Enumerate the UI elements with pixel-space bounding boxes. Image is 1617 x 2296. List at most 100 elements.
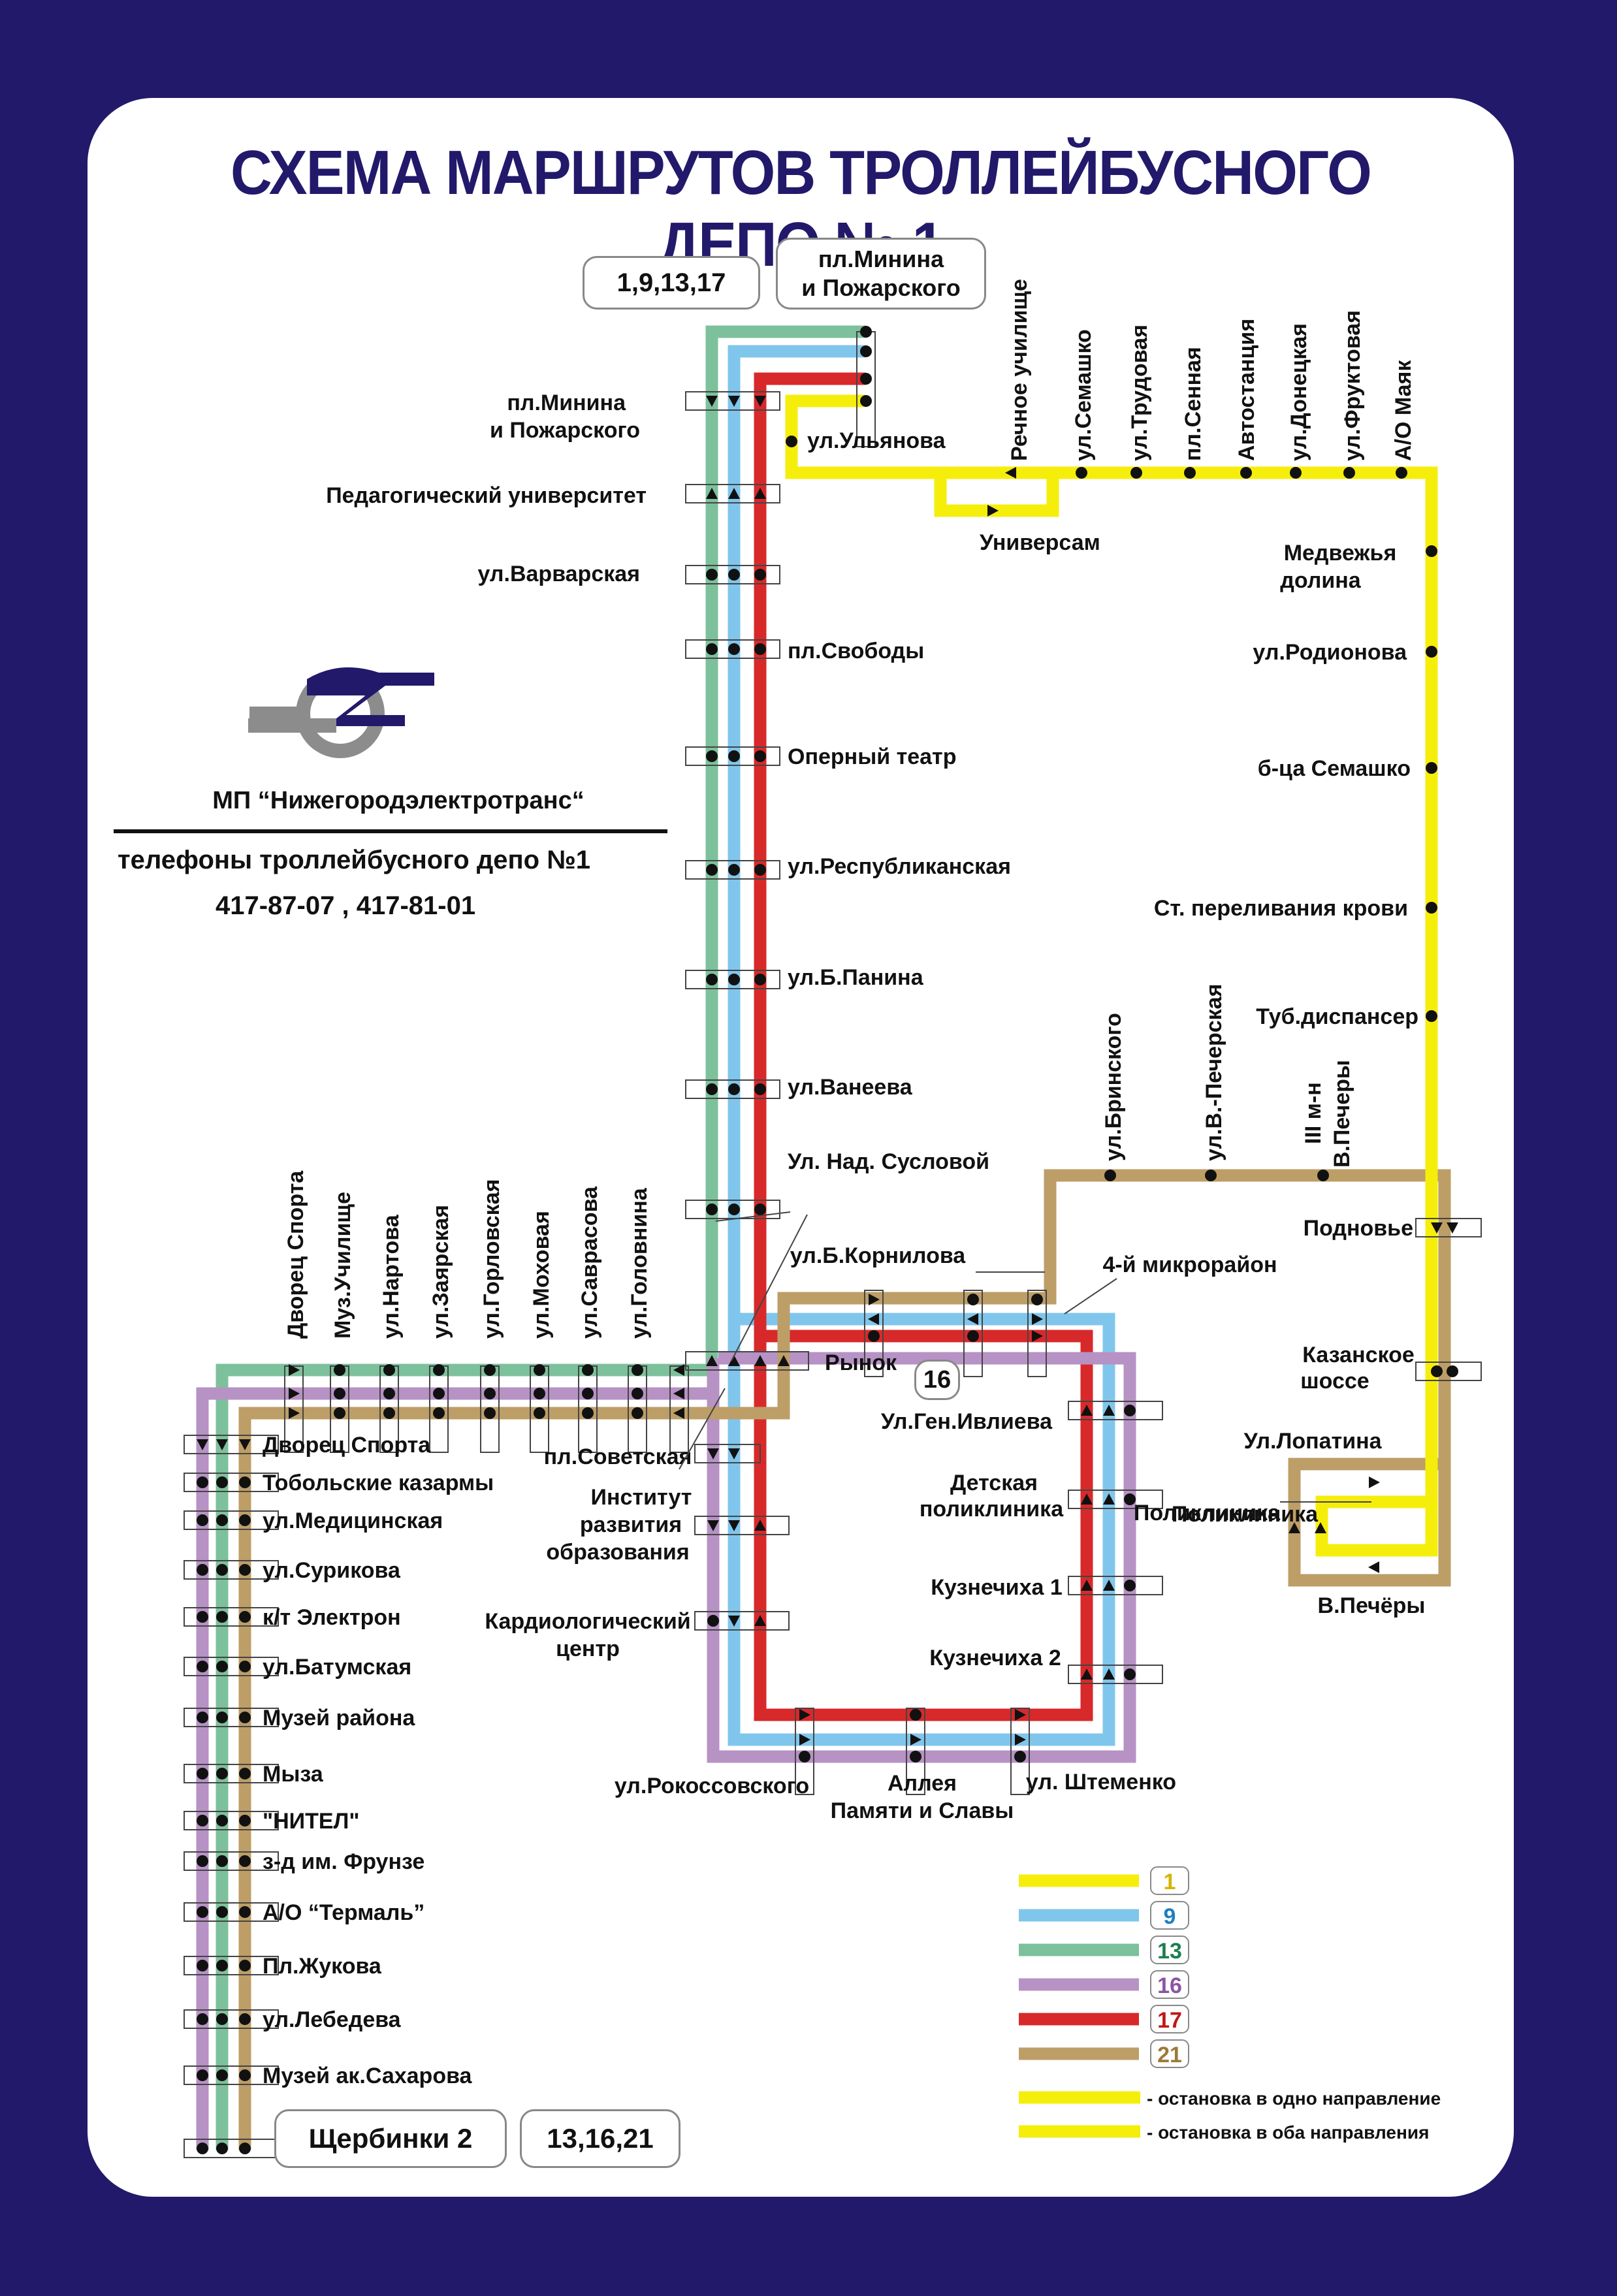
stop-frame: [1415, 1362, 1482, 1381]
stop-arrow: [1368, 1561, 1379, 1573]
stop-dot: [216, 2069, 228, 2081]
stop-label: Музей района: [263, 1706, 415, 1730]
logo-icon: [248, 667, 434, 758]
stop-arrow: [1081, 1493, 1093, 1505]
stop-frame: [685, 1351, 809, 1371]
stop-label: III м-н: [1301, 1082, 1326, 1144]
stop-dot: [239, 2013, 251, 2025]
stop-dot: [754, 750, 766, 762]
stop-label: ул.Нартова: [379, 1214, 404, 1339]
stop-dot: [216, 1712, 228, 1723]
stop-arrow: [1032, 1330, 1043, 1342]
stop-dot: [632, 1364, 643, 1376]
stop-label: Казанское: [1302, 1343, 1415, 1367]
stop-label: ул.Горловская: [479, 1179, 504, 1339]
stop-dot: [334, 1364, 345, 1376]
stop-dot: [197, 1906, 208, 1918]
stop-frame: [1068, 1490, 1163, 1509]
stop-dot: [1426, 902, 1437, 914]
stop-arrow: [673, 1407, 684, 1419]
legend-route-13: 13: [1157, 1939, 1182, 1964]
stop-label: Универсам: [980, 530, 1100, 555]
stop-arrow: [910, 1734, 921, 1746]
stop-frame: [1027, 1290, 1047, 1377]
stop-label: Автостанция: [1234, 319, 1259, 461]
stop-label: Подновье: [1304, 1216, 1413, 1241]
route-1-line: [785, 394, 1438, 1557]
stop-dot: [860, 373, 872, 385]
stop-dot: [216, 2013, 228, 2025]
legend-badge: [1150, 2039, 1189, 2068]
stop-dot: [534, 1388, 545, 1399]
stop-label: ул.Лебедева: [263, 2007, 402, 2032]
stop-label: Ст. переливания крови: [1154, 896, 1408, 921]
route-21-line: [238, 1169, 1451, 2150]
stop-frame: [184, 1811, 279, 1830]
stop-dot: [728, 974, 740, 985]
stop-label: Ул.Лопатина: [1243, 1429, 1382, 1454]
stop-label: "НИТЕЛ": [263, 1809, 360, 1834]
stop-dot: [197, 2069, 208, 2081]
stop-dot: [239, 1661, 251, 1672]
stop-label: Мыза: [263, 1762, 324, 1787]
stop-dot: [706, 864, 718, 876]
stop-dot: [1130, 467, 1142, 479]
stop-label: Памяти и Славы: [831, 1798, 1014, 1823]
legend-badge: [1150, 1936, 1189, 1964]
stop-dot: [910, 1751, 921, 1762]
leader-line: [715, 1211, 791, 1222]
stop-frame: [184, 2065, 279, 2085]
stop-label: Дворец Спорта: [283, 1170, 308, 1339]
stop-dot: [754, 569, 766, 581]
stop-arrow: [706, 1355, 718, 1366]
stop-label: пл.Минина: [507, 391, 626, 415]
legend-route-17: 17: [1157, 2008, 1182, 2033]
stop-arrow: [673, 1388, 684, 1399]
stop-label: ул.Семашко: [1071, 329, 1096, 461]
stop-dot: [216, 1906, 228, 1918]
stop-arrow: [728, 1355, 740, 1366]
stop-dot: [706, 1204, 718, 1215]
stop-label: Ул. Над. Сусловой: [788, 1149, 989, 1174]
stop-frame: [1068, 1576, 1163, 1595]
stop-dot: [910, 1709, 921, 1721]
ring-route-number: 16: [914, 1360, 960, 1400]
stop-dot: [860, 345, 872, 357]
stop-arrow: [728, 1448, 740, 1459]
stop-label: Аллея: [888, 1771, 957, 1796]
stop-dot: [632, 1407, 643, 1419]
stop-label: центр: [556, 1636, 620, 1661]
stop-label: ул.Фруктовая: [1340, 310, 1365, 461]
stop-label: пл.Сенная: [1181, 347, 1206, 461]
stop-dot: [1014, 1751, 1026, 1762]
stop-dot: [754, 1083, 766, 1095]
stop-frame: [685, 391, 780, 411]
stop-dot: [534, 1407, 545, 1419]
stop-arrow: [1315, 1522, 1326, 1533]
stop-dot: [1426, 646, 1437, 658]
legend-route-21: 21: [1157, 2043, 1182, 2067]
stop-label: ул.Головнина: [627, 1187, 652, 1339]
stop-label: Детская: [950, 1471, 1038, 1495]
stop-arrow: [1081, 1405, 1093, 1416]
stop-label: В.Печёры: [1318, 1593, 1426, 1618]
stop-label: ул.Рокоссовского: [615, 1774, 809, 1798]
stop-dot: [1076, 467, 1087, 479]
stop-dot: [216, 1855, 228, 1867]
stop-arrow: [1289, 1522, 1300, 1533]
stop-label: ул.Трудовая: [1127, 325, 1152, 461]
stop-dot: [239, 2143, 251, 2154]
stop-dot: [582, 1388, 594, 1399]
stop-label: ул.Батумская: [263, 1655, 411, 1680]
stop-arrow: [1103, 1405, 1115, 1416]
stop-label: поликлиника: [920, 1497, 1064, 1522]
stop-dot: [728, 864, 740, 876]
stop-dot: [239, 1712, 251, 1723]
stop-arrow: [728, 1520, 740, 1531]
stop-dot: [334, 1407, 345, 1419]
stop-label: Речное училище: [1007, 279, 1032, 461]
stop-frame: [694, 1611, 790, 1631]
stop-arrow: [869, 1294, 880, 1305]
